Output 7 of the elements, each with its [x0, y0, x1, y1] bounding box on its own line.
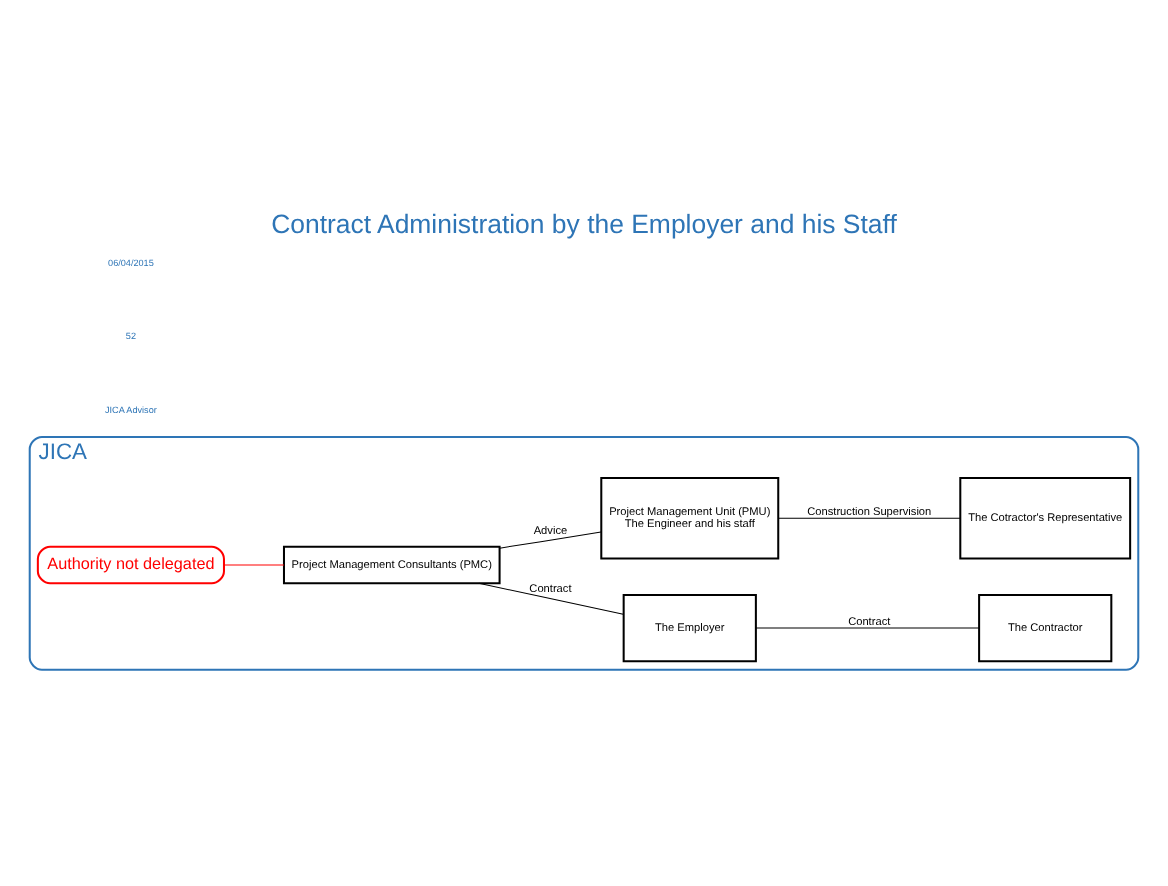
connector [499, 531, 602, 549]
connector [778, 517, 961, 519]
node-box: Authority not delegated [36, 545, 225, 585]
diagram-title: Contract Administration by the Employer and his Staff [271, 209, 897, 240]
connector [478, 582, 624, 615]
connector [755, 627, 980, 629]
connector [223, 564, 285, 566]
